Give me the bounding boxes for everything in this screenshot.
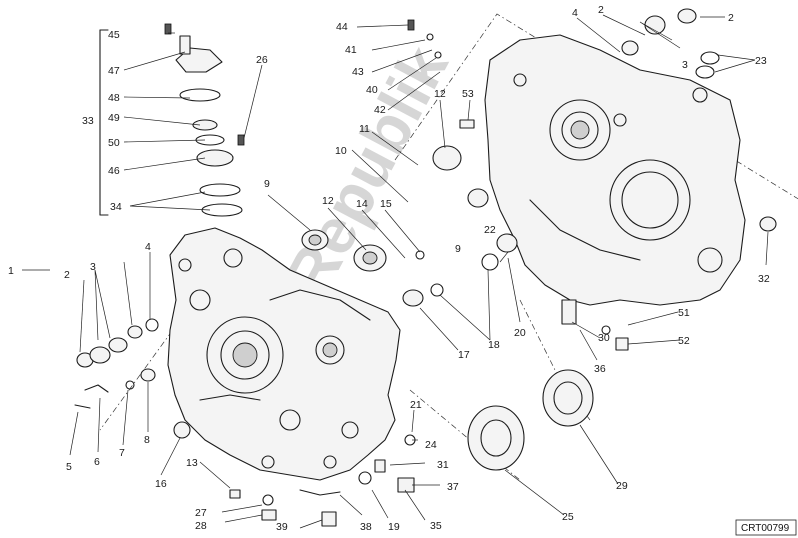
callout-label: 17 (458, 349, 470, 361)
callout-label: 4 (572, 7, 578, 19)
callout-label: 2 (64, 269, 70, 281)
callout-label: 18 (488, 339, 500, 351)
callout-label: 10 (335, 145, 347, 157)
callout-label: 30 (598, 332, 610, 344)
callout-label: 25 (562, 511, 574, 523)
callout-label: 41 (345, 44, 357, 56)
callout-label: 5 (66, 461, 72, 473)
callout-label: 12 (434, 88, 446, 100)
callout-label: 16 (155, 478, 167, 490)
callout-label: 28 (195, 520, 207, 532)
callout-label: 3 (90, 261, 96, 273)
callout-label: 45 (108, 29, 120, 41)
callout-labels: 1 2 2 2 3 3 4 4 5 6 7 8 9 9 10 11 12 12 … (8, 4, 770, 533)
callout-label: 38 (360, 521, 372, 533)
callout-label: 42 (374, 104, 386, 116)
callout-label: 46 (108, 165, 120, 177)
callout-label: 43 (352, 66, 364, 78)
callout-label: 19 (388, 521, 400, 533)
callout-label: 33 (82, 115, 94, 127)
water-pump-assembly (99, 23, 243, 217)
callout-label: 53 (462, 88, 474, 100)
callout-label: 11 (359, 123, 370, 135)
callout-label: 2 (728, 12, 734, 24)
callout-label: 36 (594, 363, 606, 375)
callout-label: 21 (410, 399, 422, 411)
reference-code: CRT00799 (741, 523, 790, 534)
callout-label: 35 (430, 520, 442, 532)
callout-label: 13 (186, 457, 198, 469)
callout-label: 44 (336, 21, 348, 33)
callout-label: 27 (195, 507, 207, 519)
callout-label: 52 (678, 335, 690, 347)
callout-label: 7 (119, 447, 125, 459)
callout-label: 51 (678, 307, 690, 319)
callout-label: 32 (758, 273, 770, 285)
callout-label: 40 (366, 84, 378, 96)
callout-label: 34 (110, 201, 122, 213)
right-crankcase-half (484, 34, 746, 306)
bearings-and-parts (74, 8, 777, 527)
callout-label: 23 (755, 55, 767, 67)
callout-label: 8 (144, 434, 150, 446)
left-crankcase-half (167, 227, 401, 481)
reference-code-box: CRT00799 (735, 519, 797, 536)
callout-label: 37 (447, 481, 459, 493)
callout-label: 2 (598, 4, 604, 16)
callout-label: 22 (484, 224, 496, 236)
callout-label: 14 (356, 198, 368, 210)
callout-label: 4 (145, 241, 151, 253)
callout-label: 6 (94, 456, 100, 468)
callout-label: 47 (108, 65, 120, 77)
callout-label: 1 (8, 265, 14, 277)
callout-label: 48 (108, 92, 120, 104)
callout-label: 15 (380, 198, 392, 210)
callout-label: 49 (108, 112, 120, 124)
callout-label: 20 (514, 327, 526, 339)
callout-label: 39 (276, 521, 288, 533)
callout-label: 9 (264, 178, 270, 190)
callout-label: 3 (682, 59, 688, 71)
callout-label: 9 (455, 243, 461, 255)
callout-label: 50 (108, 137, 120, 149)
leader-lines (22, 14, 769, 529)
callout-label: 29 (616, 480, 628, 492)
callout-label: 26 (256, 54, 268, 66)
callout-label: 24 (425, 439, 437, 451)
callout-label: 12 (322, 195, 334, 207)
callout-label: 31 (437, 459, 449, 471)
